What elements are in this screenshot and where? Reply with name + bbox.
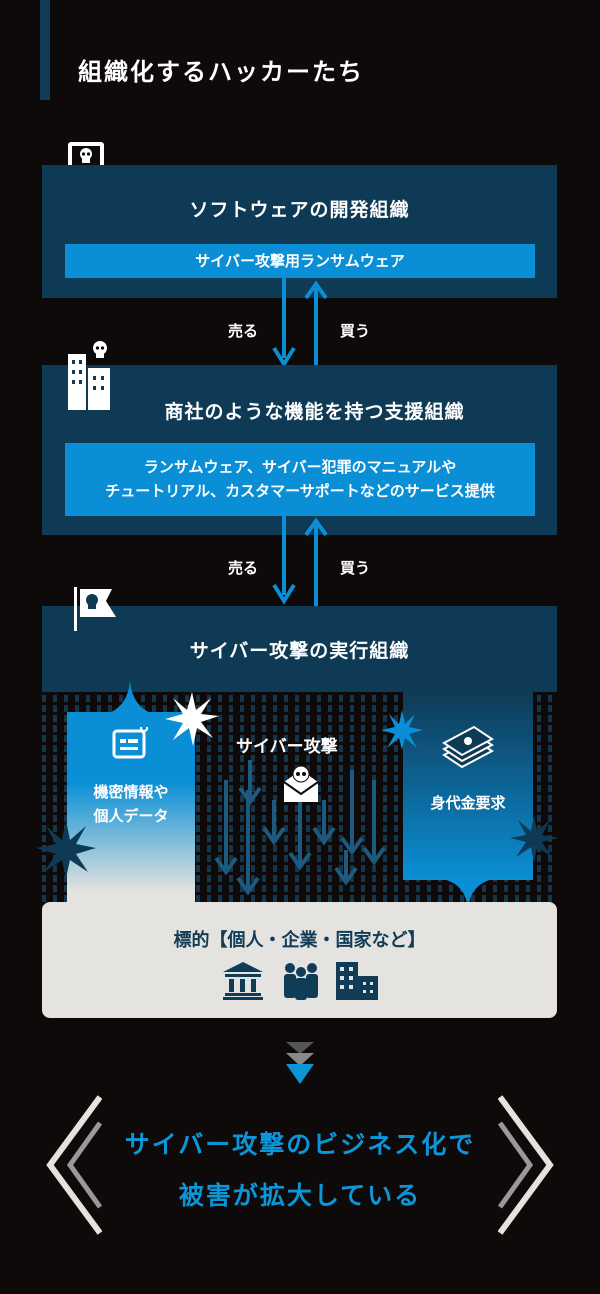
- stolen-data-line-1: 機密情報や: [93, 783, 169, 801]
- people-icon: [284, 963, 318, 1000]
- page-title: 組織化するハッカーたち: [78, 58, 364, 86]
- buy-label: 買う: [340, 559, 371, 577]
- skull-monitor-icon: [68, 142, 104, 179]
- right-chevron-icon: [498, 1095, 554, 1235]
- box-title: サイバー攻撃の実行組織: [189, 640, 410, 662]
- stolen-data-panel: [67, 712, 195, 912]
- dark-burst-icon: [36, 820, 96, 878]
- white-burst-icon: [165, 692, 219, 746]
- conclusion-line-1: サイバー攻撃のビジネス化で: [124, 1130, 476, 1159]
- stolen-data-label: 機密情報や 個人データ: [67, 780, 195, 828]
- ransomware-bar: サイバー攻撃用ランサムウェア: [65, 244, 535, 278]
- box-title: 商社のような機能を持つ支援組織: [164, 401, 465, 423]
- down-triangles-icon: [286, 1042, 314, 1084]
- money-stack-icon: [442, 725, 494, 769]
- trade-arrows-1: [272, 278, 328, 368]
- title-accent-bar: [40, 0, 50, 100]
- services-line-2: チュートリアル、カスタマーサポートなどのサービス提供: [105, 482, 495, 500]
- ransom-label: 身代金要求: [430, 794, 506, 812]
- buy-label: 買う: [340, 322, 371, 340]
- attack-exec-org-box: サイバー攻撃の実行組織: [42, 606, 557, 692]
- government-building-icon: [223, 962, 263, 1000]
- ransom-demand-panel: [403, 692, 533, 880]
- services-box: ランサムウェア、サイバー犯罪のマニュアルや チュートリアル、カスタマーサポートな…: [65, 443, 535, 516]
- skull-envelope-icon: [283, 765, 319, 802]
- services-line-1: ランサムウェア、サイバー犯罪のマニュアルや: [143, 458, 457, 476]
- pirate-flag-icon: [74, 587, 116, 631]
- skull-buildings-icon: [68, 341, 110, 410]
- box-title: ソフトウェアの開発組織: [189, 199, 410, 221]
- conclusion-line-2: 被害が拡大している: [178, 1181, 422, 1210]
- target-box: 標的【個人・企業・国家など】: [42, 902, 557, 1018]
- support-org-box: 商社のような機能を持つ支援組織 ランサムウェア、サイバー犯罪のマニュアルや チュ…: [42, 365, 557, 535]
- attack-arrows: [214, 760, 386, 895]
- sell-label: 売る: [228, 559, 259, 577]
- trade-arrows-2: [272, 515, 328, 607]
- cyber-attack-label: サイバー攻撃: [236, 737, 338, 757]
- office-buildings-icon: [336, 962, 378, 1000]
- left-chevron-icon: [46, 1095, 102, 1235]
- target-title: 標的【個人・企業・国家など】: [173, 930, 426, 951]
- right-panel-spike: [438, 878, 498, 910]
- stolen-data-line-2: 個人データ: [93, 807, 169, 825]
- blue-burst-icon: [381, 710, 423, 750]
- sell-label: 売る: [228, 322, 259, 340]
- left-panel-spike: [100, 680, 160, 716]
- phishing-card-icon: [112, 727, 149, 759]
- dark-burst-icon: [510, 815, 558, 863]
- software-dev-org-box: ソフトウェアの開発組織 サイバー攻撃用ランサムウェア: [42, 165, 557, 298]
